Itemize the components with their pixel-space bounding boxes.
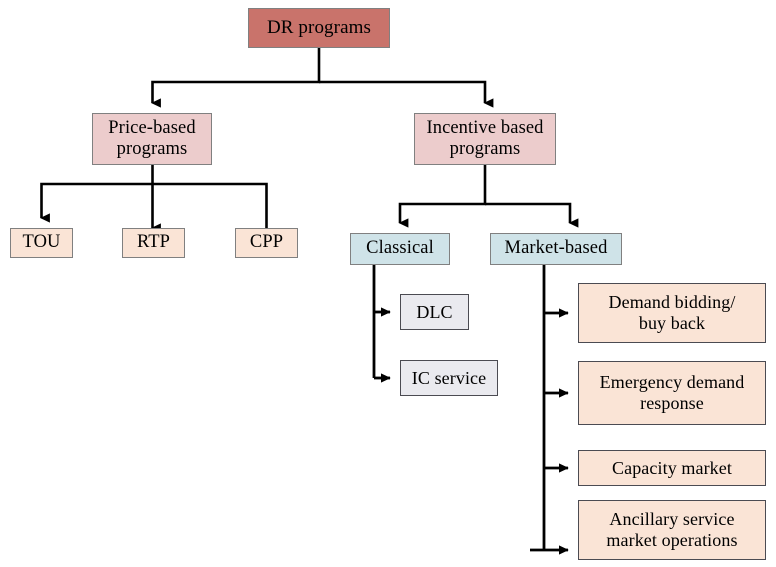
edge-dr-to-incentive-based — [319, 80, 494, 108]
node-emergency-demand-response[interactable]: Emergency demand response — [578, 361, 766, 425]
node-capacity-market[interactable]: Capacity market — [578, 450, 766, 486]
node-ancillary-service-market-operations[interactable]: Ancillary service market operations — [578, 500, 766, 560]
node-market-based[interactable]: Market-based — [490, 233, 622, 265]
node-incentive-based-programs[interactable]: Incentive based programs — [414, 113, 556, 165]
edge-incentive-to-classical — [398, 165, 487, 228]
edge-price-to-tou — [40, 182, 153, 223]
edge-incentive-to-market-based — [485, 202, 579, 228]
node-rtp[interactable]: RTP — [122, 228, 185, 258]
node-price-based-programs[interactable]: Price-based programs — [92, 113, 212, 165]
edge-price-to-children — [40, 165, 268, 233]
edge-dr-to-children — [151, 48, 494, 108]
node-dlc[interactable]: DLC — [400, 294, 469, 330]
edge-dr-to-price-based — [151, 48, 321, 108]
edge-incentive-to-children — [398, 165, 579, 228]
node-dr-programs[interactable]: DR programs — [248, 8, 390, 48]
node-demand-bidding-buy-back[interactable]: Demand bidding/ buy back — [578, 283, 766, 343]
edge-market-to-children — [530, 265, 569, 555]
node-tou[interactable]: TOU — [10, 228, 73, 258]
node-ic-service[interactable]: IC service — [400, 360, 498, 396]
node-cpp[interactable]: CPP — [235, 228, 298, 258]
edge-price-to-cpp — [152, 182, 268, 230]
node-classical[interactable]: Classical — [350, 233, 450, 265]
edge-classical-to-children — [372, 265, 391, 383]
